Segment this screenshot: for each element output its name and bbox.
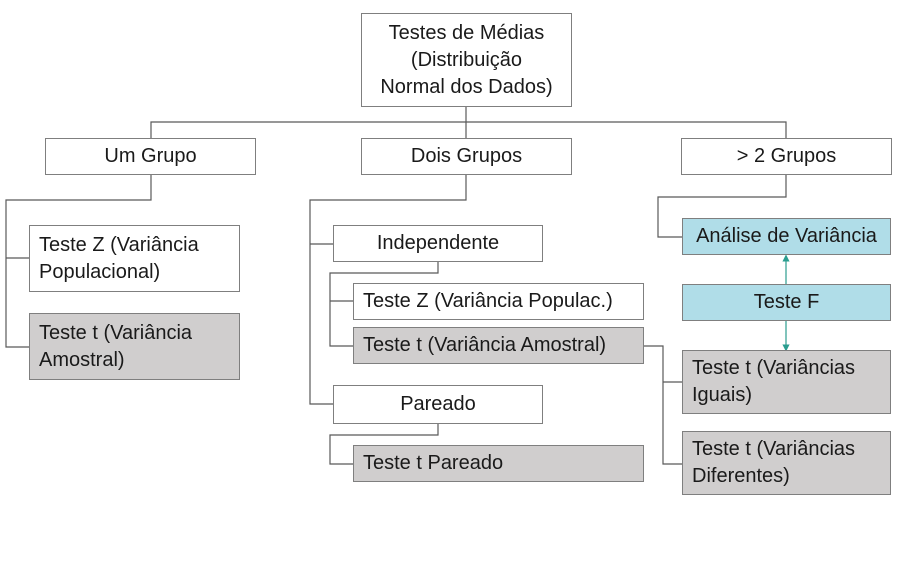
node-mais-grupos: > 2 Grupos xyxy=(681,138,892,175)
mais-grupos-label: > 2 Grupos xyxy=(736,145,837,167)
teste-z-populacional-label: Teste Z (Variância Populacional) xyxy=(39,233,199,283)
node-teste-t-variancias-iguais: Teste t (Variâncias Iguais) xyxy=(682,350,891,414)
connector-independente xyxy=(329,262,439,347)
teste-t-variancias-diferentes-label: Teste t (Variâncias Diferentes) xyxy=(692,438,856,487)
teste-t-amostral-label: Teste t (Variância Amostral) xyxy=(39,321,193,371)
connector-um-grupo xyxy=(5,175,152,348)
node-teste-z-populac: Teste Z (Variância Populac.) xyxy=(353,283,644,320)
connector-t-amostral xyxy=(644,345,682,465)
connector-mais-grupos xyxy=(657,175,787,238)
root-node: Testes de Médias (Distribuição Normal do… xyxy=(361,13,572,107)
teste-t-variancias-iguais-label: Teste t (Variâncias Iguais) xyxy=(692,357,856,406)
independente-label: Independente xyxy=(376,232,500,254)
node-um-grupo: Um Grupo xyxy=(45,138,256,175)
um-grupo-label: Um Grupo xyxy=(104,145,197,167)
node-teste-z-populacional: Teste Z (Variância Populacional) xyxy=(29,225,240,292)
pareado-label: Pareado xyxy=(400,393,476,415)
connector-pareado xyxy=(329,424,439,465)
teste-t-variancia-amostral-label: Teste t (Variância Amostral) xyxy=(363,334,607,356)
teste-f-label: Teste F xyxy=(753,291,820,313)
node-independente: Independente xyxy=(333,225,543,262)
node-dois-grupos: Dois Grupos xyxy=(361,138,572,175)
node-teste-t-variancia-amostral: Teste t (Variância Amostral) xyxy=(353,327,644,364)
connector-dois-grupos xyxy=(309,175,467,405)
dois-grupos-label: Dois Grupos xyxy=(410,145,523,167)
analise-variancia-label: Análise de Variância xyxy=(696,225,877,247)
node-teste-t-amostral: Teste t (Variância Amostral) xyxy=(29,313,240,380)
node-teste-f: Teste F xyxy=(682,284,891,321)
teste-z-populac-label: Teste Z (Variância Populac.) xyxy=(363,290,613,312)
connector-root-groups xyxy=(150,121,787,138)
node-pareado: Pareado xyxy=(333,385,543,424)
node-teste-t-variancias-diferentes: Teste t (Variâncias Diferentes) xyxy=(682,431,891,495)
root-label: Testes de Médias (Distribuição Normal do… xyxy=(380,21,553,98)
node-teste-t-pareado: Teste t Pareado xyxy=(353,445,644,482)
node-analise-variancia: Análise de Variância xyxy=(682,218,891,255)
teste-t-pareado-label: Teste t Pareado xyxy=(363,452,504,474)
